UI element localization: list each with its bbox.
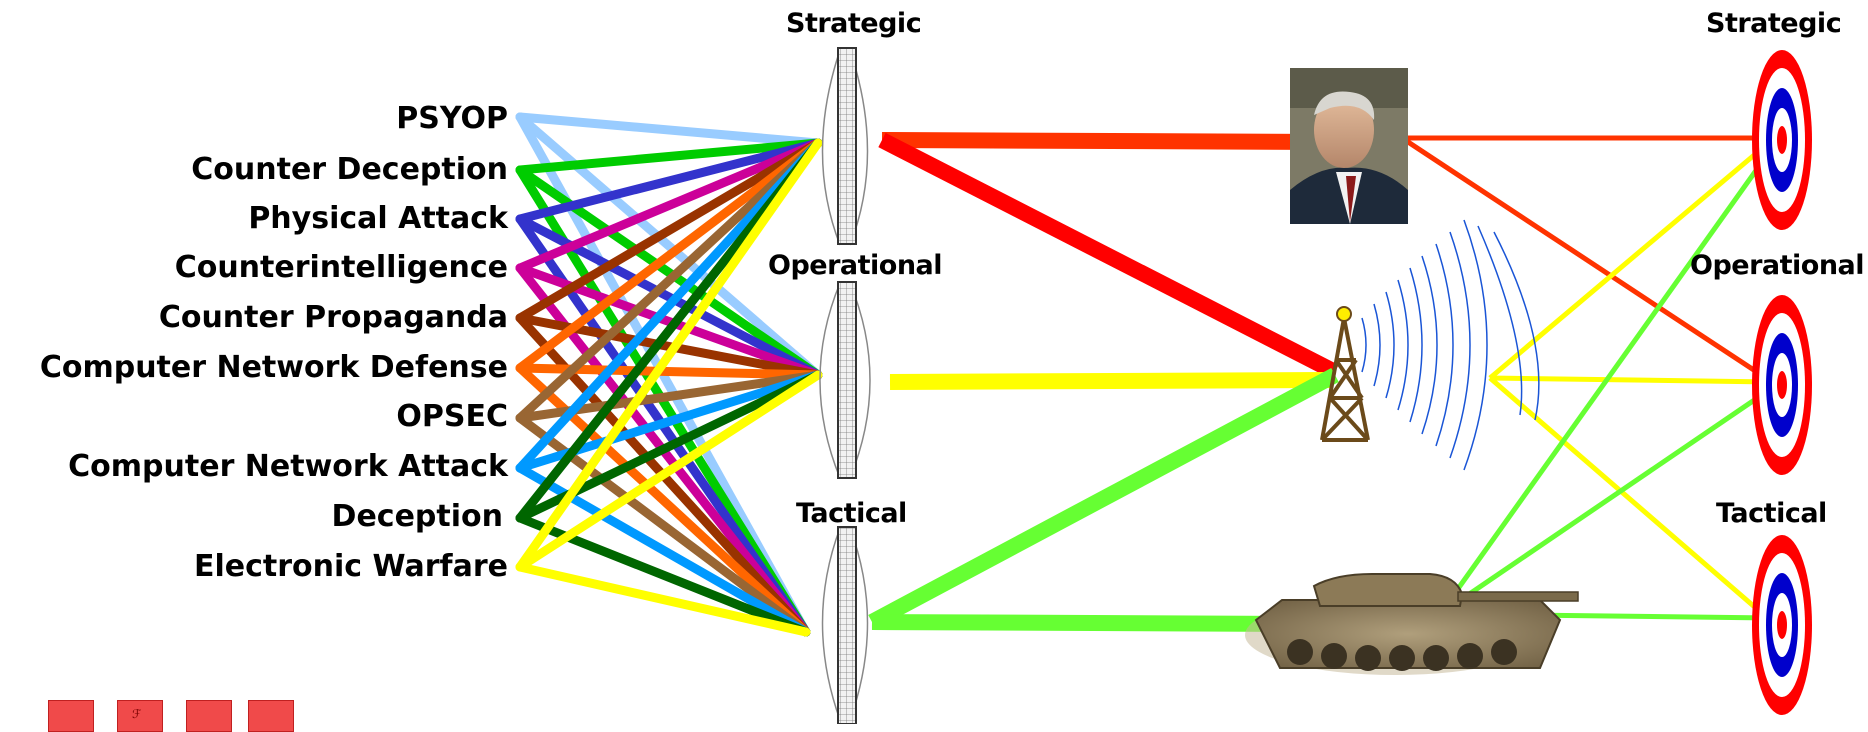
tactical-effect-to-tank — [871, 614, 1301, 632]
toolbar-tile[interactable] — [186, 700, 232, 732]
strategic-effect-to-tower — [878, 132, 1339, 380]
capability-label: Electronic Warfare — [193, 549, 508, 584]
targets — [1752, 50, 1812, 715]
effects-lines — [868, 132, 1775, 632]
capability-label: Counter Propaganda — [158, 300, 508, 335]
capability-label: Physical Attack — [248, 201, 508, 236]
capability-label: Counterintelligence — [174, 250, 508, 285]
capability-label: Computer Network Attack — [68, 449, 508, 484]
capability-line — [515, 138, 823, 373]
capability-line — [515, 138, 823, 473]
toolbar-tile[interactable] — [248, 700, 294, 732]
toolbar-tile[interactable] — [48, 700, 94, 732]
capability-line — [515, 138, 823, 572]
capability-line — [515, 138, 823, 423]
tactical-target-icon — [1752, 535, 1812, 715]
operational-effect-to-tower — [889, 372, 1331, 390]
capability-line — [515, 112, 823, 380]
target-label-operational: Operational — [1690, 250, 1865, 281]
capability-label: Counter Deception — [191, 152, 508, 187]
capability-line — [515, 138, 823, 175]
lenses — [819, 47, 871, 724]
capability-connection-lines — [515, 112, 823, 637]
lens-label-operational: Operational — [768, 250, 943, 281]
capability-label: Deception — [331, 499, 503, 534]
leader-portrait-photo — [1290, 68, 1408, 224]
operational-target-icon — [1752, 295, 1812, 475]
capability-line — [515, 138, 823, 224]
capability-label: Computer Network Defense — [39, 350, 508, 385]
tile-glyph-icon: ℱ — [132, 707, 142, 721]
target-label-strategic: Strategic — [1706, 8, 1842, 39]
tactical-lens — [821, 526, 869, 724]
capability-line — [515, 138, 823, 523]
radio-tower-icon — [1320, 219, 1540, 471]
strategic-lens — [821, 47, 869, 246]
capability-label: PSYOP — [396, 101, 508, 136]
capability-line — [515, 112, 823, 148]
strategic-effect-to-leader — [881, 132, 1331, 150]
target-label-tactical: Tactical — [1716, 498, 1827, 529]
capability-line — [515, 138, 823, 323]
tank-photo — [1245, 573, 1579, 675]
strategic-target-icon — [1752, 50, 1812, 230]
capability-line — [515, 370, 823, 572]
toolbar-tile[interactable]: ℱ — [117, 700, 163, 732]
tactical-effect-to-tower — [868, 367, 1339, 630]
lens-label-tactical: Tactical — [796, 498, 907, 529]
capability-line — [515, 138, 823, 273]
capability-line — [515, 562, 811, 637]
capability-label: OPSEC — [396, 399, 508, 434]
lens-label-strategic: Strategic — [786, 8, 922, 39]
operational-lens — [819, 281, 871, 479]
